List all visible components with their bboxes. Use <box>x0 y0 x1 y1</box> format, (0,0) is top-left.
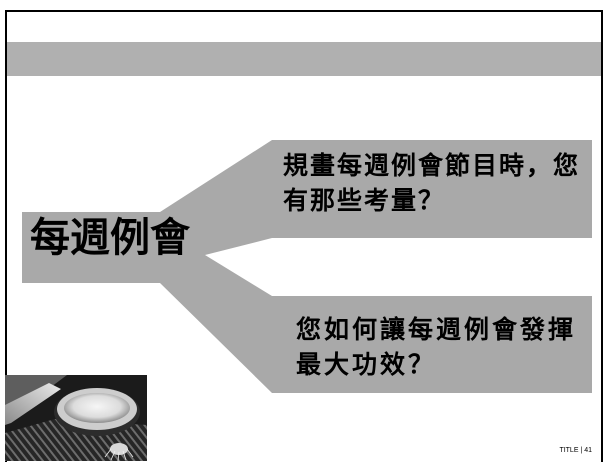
whisk <box>104 443 134 461</box>
branch-question-2-line-2: 最大功效？ <box>296 350 437 379</box>
topic-label: 每週例會 <box>30 214 190 261</box>
cloth-fold <box>5 383 61 425</box>
branch-question-2: 您如何讓每週例會發揮 最大功效？ <box>296 312 576 382</box>
tea-bowl-photo <box>5 375 147 461</box>
branch-diagram-shape <box>22 140 592 393</box>
branch-question-1-line-1: 規畫每週例會節目時，您 <box>283 151 581 180</box>
header-band <box>7 42 601 76</box>
branch-question-1-line-2: 有那些考量？ <box>283 186 446 215</box>
branch-question-1: 規畫每週例會節目時，您 有那些考量？ <box>283 148 580 218</box>
tea-bowl <box>54 388 140 436</box>
slide-frame <box>5 10 603 462</box>
slide-footer: TITLE | 41 <box>559 447 592 454</box>
branch-question-2-line-1: 您如何讓每週例會發揮 <box>296 315 577 344</box>
